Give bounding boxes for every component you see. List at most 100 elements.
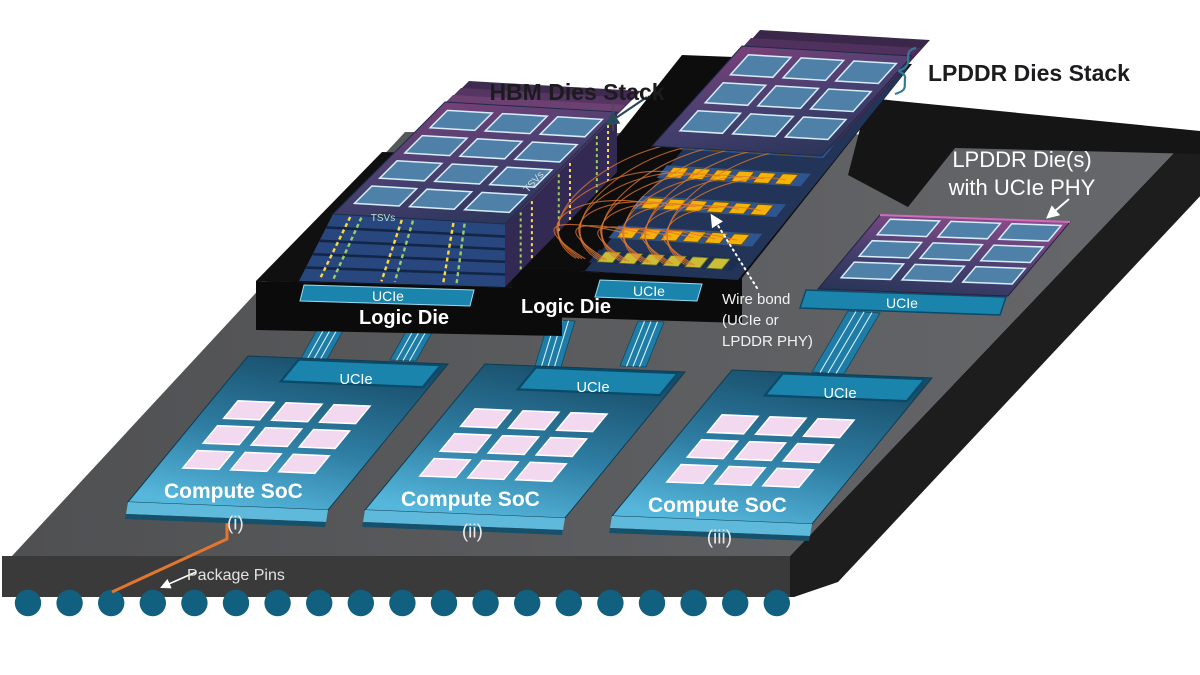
compute-soc-label: Compute SoC [164,480,303,503]
tsv-column [380,219,403,282]
lpddr-chiplet [703,82,768,107]
ucie-ribbon-trace [312,328,332,361]
soc-chiplet [507,410,561,431]
soc-front-edge [610,516,812,536]
soc-chiplet [733,440,788,462]
soc-chiplet [466,459,520,481]
phy-chiplet [857,239,924,259]
hbm-ucie-bar [299,284,475,307]
hbm-chiplet [352,185,419,207]
soc-chiplet [181,449,235,471]
hbm-chiplet [462,191,529,214]
package-pin [680,589,707,617]
package-pin [264,589,291,617]
ucie-ribbon-trace [827,311,865,374]
hbm-stack-label: HBM Dies Stack [489,79,664,105]
tsv-column [455,223,466,284]
package-pin [430,589,458,617]
package-pin [139,589,166,617]
soc-chiplet [555,411,609,433]
phy-chiplet [900,263,966,283]
lpddr-chiplet [781,57,846,82]
tsv-column [393,220,415,283]
ucie-ribbon-trace [638,321,659,367]
wire-bond-pad [681,230,707,243]
phy-chiplet [936,220,1002,240]
lpddr-logic-die-label: Logic Die [521,296,611,318]
package-pins-arrow [160,571,197,589]
lpddr-chiplet [756,85,821,110]
package-substrate-front [2,556,794,597]
phy-chiplet [839,261,906,281]
soc-chiplet [706,414,760,435]
wire-bond-pad [703,232,729,245]
hbm-layer-stack-front [299,214,505,287]
lpddr-ucie-bar [594,279,703,302]
soc-chiplet [438,432,493,454]
ucie-ribbon-trace [625,321,646,367]
hbm-chiplet [538,116,605,138]
hbm-layer-gap [305,266,506,276]
soc-chiplet [665,463,719,485]
ucie-ribbon-trace [819,311,857,373]
hbm-layer-gap [326,226,506,238]
soc-front-edge-shadow [609,528,810,541]
bond-wire [665,206,762,266]
package-pin [597,589,624,617]
soc-chiplet [761,467,815,489]
soc-chiplet [802,417,856,439]
phy-die-rim [879,214,1071,223]
package-pin [555,589,582,617]
tsvs-label-front: TSVs [371,213,395,224]
soc-chiplet [297,428,352,450]
bond-wire [575,225,650,261]
ucie-ribbon-trace [306,327,325,361]
soc-front-edge [126,502,328,522]
package-pin [514,589,541,617]
soc-numeral-label: (i) [227,514,244,535]
bond-wire [662,230,738,266]
wire-bond-pad [749,203,775,216]
soc-chiplet [277,453,331,475]
hbm-chiplet [377,160,444,182]
soc-chiplet [270,402,324,423]
wire-bond-pad [773,173,799,186]
soc-front-edge-shadow [362,522,563,535]
soc-ucie-label: UCIe [823,386,856,402]
bond-wire [645,176,764,265]
soc-chiplet [514,461,568,483]
tsv-column [442,222,455,284]
lpddr-phy-label-line2: with UCIe PHY [948,175,1096,200]
hbm-layer-gap [319,239,506,251]
hbm-chiplet [403,134,469,157]
lpddr-chiplet [834,60,898,85]
phy-chiplet [997,222,1063,242]
soc-chiplet [685,438,740,460]
compute-soc-label: Compute SoC [648,494,787,517]
soc-chiplet [713,465,767,487]
wire-bond-pad [725,233,751,246]
package-pin [638,589,666,617]
phy-ucie-bar [798,289,1008,316]
lpddr-stack-label: LPDDR Dies Stack [928,60,1130,86]
bond-wire [619,227,694,264]
bond-wire [597,226,672,262]
package-pin [14,589,42,617]
hbm-logic-die-label: Logic Die [359,307,449,329]
tsv-column [331,217,363,281]
soc-front-edge [363,510,565,530]
wire-bond-arrow [710,213,758,289]
lpddr-chiplet [678,110,743,135]
package-pin [56,589,83,617]
lpddr-chiplet [783,116,848,141]
hbm-layer-gap [312,252,506,264]
lpddr-ucie-label: UCIe [633,283,665,299]
soc-chiplet [318,403,372,425]
ucie-ribbon-trace [835,312,873,374]
soc-chiplet [754,416,808,437]
hbm-chiplet [513,141,579,163]
ucie-ribbon-trace [402,328,422,361]
soc-ucie-label: UCIe [339,372,372,388]
package-pin [389,589,416,617]
